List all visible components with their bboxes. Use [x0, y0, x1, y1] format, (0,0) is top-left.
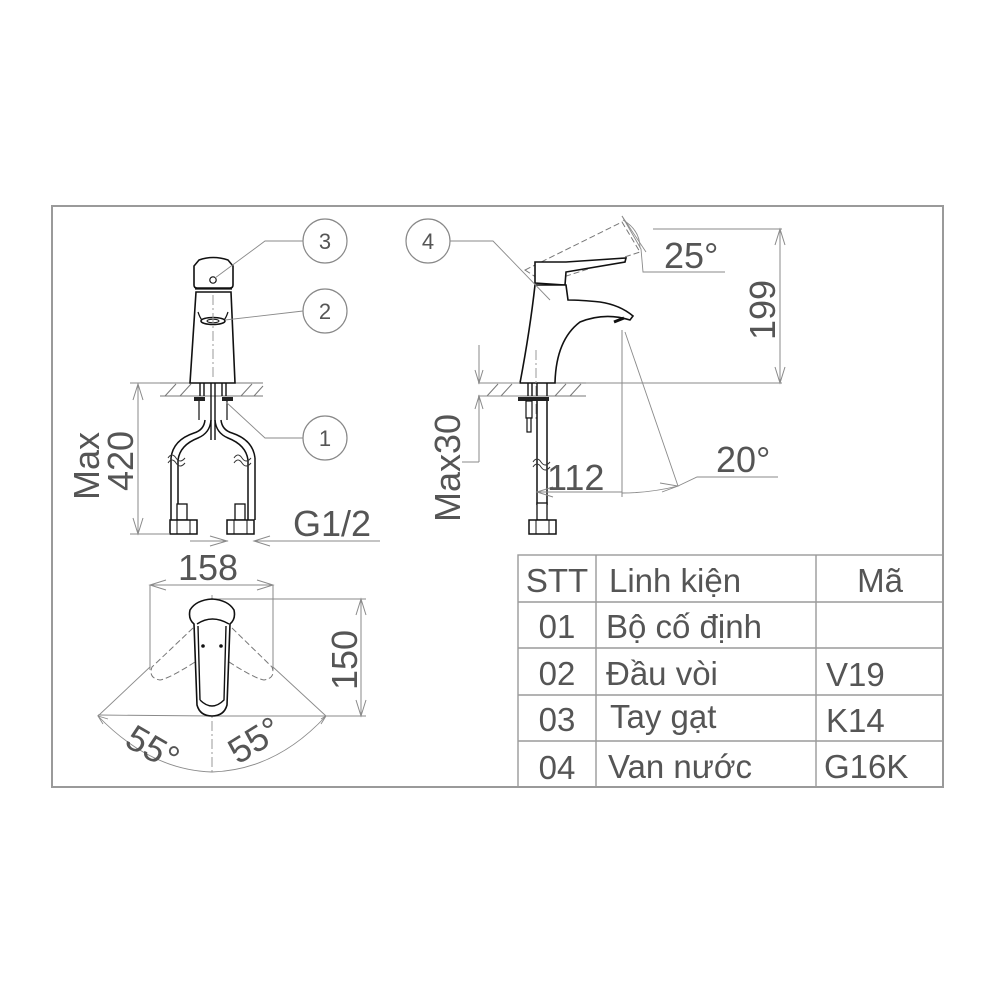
svg-text:G16K: G16K	[824, 748, 908, 785]
svg-text:Tay gạt: Tay gạt	[610, 698, 716, 735]
svg-text:1: 1	[319, 426, 331, 451]
lever-angle: 25°	[664, 235, 718, 276]
svg-text:Đầu vòi: Đầu vòi	[606, 655, 718, 692]
table-header-row: STT Linh kiện Mã	[526, 562, 904, 599]
svg-text:03: 03	[539, 701, 576, 738]
depth-150: 150	[324, 630, 365, 690]
svg-text:4: 4	[422, 229, 434, 254]
table-row: 03 Tay gạt K14	[539, 698, 885, 739]
callout-1: 1	[302, 415, 348, 461]
svg-text:02: 02	[539, 655, 576, 692]
svg-text:K14: K14	[826, 702, 885, 739]
header-code: Mã	[857, 562, 903, 599]
front-height-value: 420	[100, 431, 141, 491]
callout-4: 4	[405, 218, 451, 264]
right-angle-55: 55°	[221, 708, 289, 772]
front-handle	[193, 256, 234, 289]
side-body	[519, 284, 635, 384]
left-angle-55: 55°	[119, 716, 187, 779]
svg-text:01: 01	[539, 608, 576, 645]
parts-table: STT Linh kiện Mã 01 Bộ cố định 02 Đầu vò…	[517, 554, 944, 788]
header-component: Linh kiện	[609, 562, 741, 599]
svg-text:V19: V19	[826, 656, 885, 693]
front-view: Max 420 G1/2	[66, 240, 380, 547]
callout-2: 2	[302, 288, 348, 334]
height-199: 199	[742, 280, 783, 340]
callout-3: 3	[302, 218, 348, 264]
svg-text:Bộ cố định: Bộ cố định	[606, 608, 762, 645]
svg-text:2: 2	[319, 299, 331, 324]
svg-text:3: 3	[319, 229, 331, 254]
table-row: 01 Bộ cố định	[539, 608, 762, 645]
spout-angle: 20°	[716, 439, 770, 480]
table-row: 02 Đầu vòi V19	[539, 655, 885, 693]
reach-112: 112	[547, 457, 604, 498]
header-stt: STT	[526, 562, 588, 599]
svg-text:04: 04	[539, 749, 576, 786]
deck-thickness-label: Max30	[427, 414, 468, 522]
thread-size-label: G1/2	[293, 503, 371, 544]
side-lever	[534, 257, 628, 286]
drawing-frame	[51, 205, 944, 788]
front-height-label: Max	[66, 432, 107, 500]
top-lever	[188, 598, 236, 717]
svg-text:Van nước: Van nước	[608, 748, 752, 785]
top-view: 158 150 55° 55°	[96, 547, 367, 779]
table-row: 04 Van nước G16K	[539, 748, 909, 786]
side-view: 25° 199 Max30 112 20°	[427, 215, 786, 535]
width-158: 158	[178, 547, 238, 588]
